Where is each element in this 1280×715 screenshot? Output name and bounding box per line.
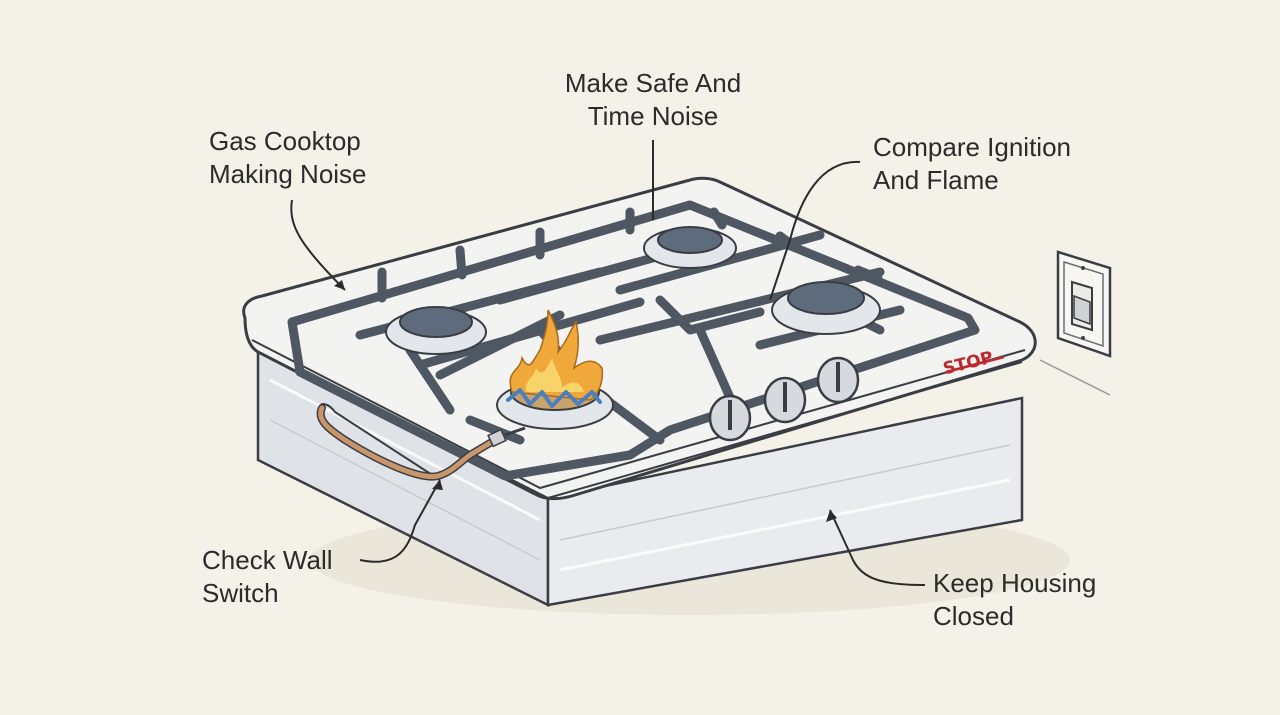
label-compare-line-2: And Flame (873, 165, 999, 195)
leader-arrowheads (334, 280, 837, 522)
burner-right (771, 281, 881, 335)
wall-edge-line (1039, 359, 1111, 396)
leader-compare (769, 160, 861, 301)
label-make-safe: Make Safe And Time Noise (553, 67, 753, 133)
control-knob-icon (708, 356, 860, 442)
label-make-safe-line-1: Make Safe And (564, 68, 742, 98)
cooktop-top (242, 176, 1037, 501)
label-make-safe-line-2: Time Noise (587, 101, 719, 131)
flame-icon (506, 309, 604, 408)
leader-keep-housing (829, 509, 926, 586)
leader-lines (290, 140, 926, 586)
cooktop-housing (256, 342, 1024, 608)
label-check-wall-line-1: Check Wall (202, 545, 333, 575)
label-gas-cooktop: Gas Cooktop Making Noise (209, 125, 367, 191)
label-compare-line-1: Compare Ignition (873, 132, 1071, 162)
label-gas-cooktop-line-1: Gas Cooktop (209, 126, 361, 156)
label-keep-housing-line-1: Keep Housing (933, 568, 1097, 598)
leader-check-wall (359, 479, 441, 563)
label-compare: Compare Ignition And Flame (873, 131, 1071, 197)
burner-back-left (385, 306, 487, 355)
label-keep-housing-line-2: Closed (933, 601, 1014, 631)
leader-gas-cooktop (290, 199, 346, 291)
label-gas-cooktop-line-2: Making Noise (209, 159, 367, 189)
label-check-wall: Check Wall Switch (202, 544, 333, 610)
label-keep-housing: Keep Housing Closed (933, 567, 1096, 633)
wall-switch-icon (1056, 250, 1112, 358)
label-check-wall-line-2: Switch (202, 578, 279, 608)
gas-hose-icon (316, 404, 526, 481)
burner-back-center (643, 226, 737, 269)
